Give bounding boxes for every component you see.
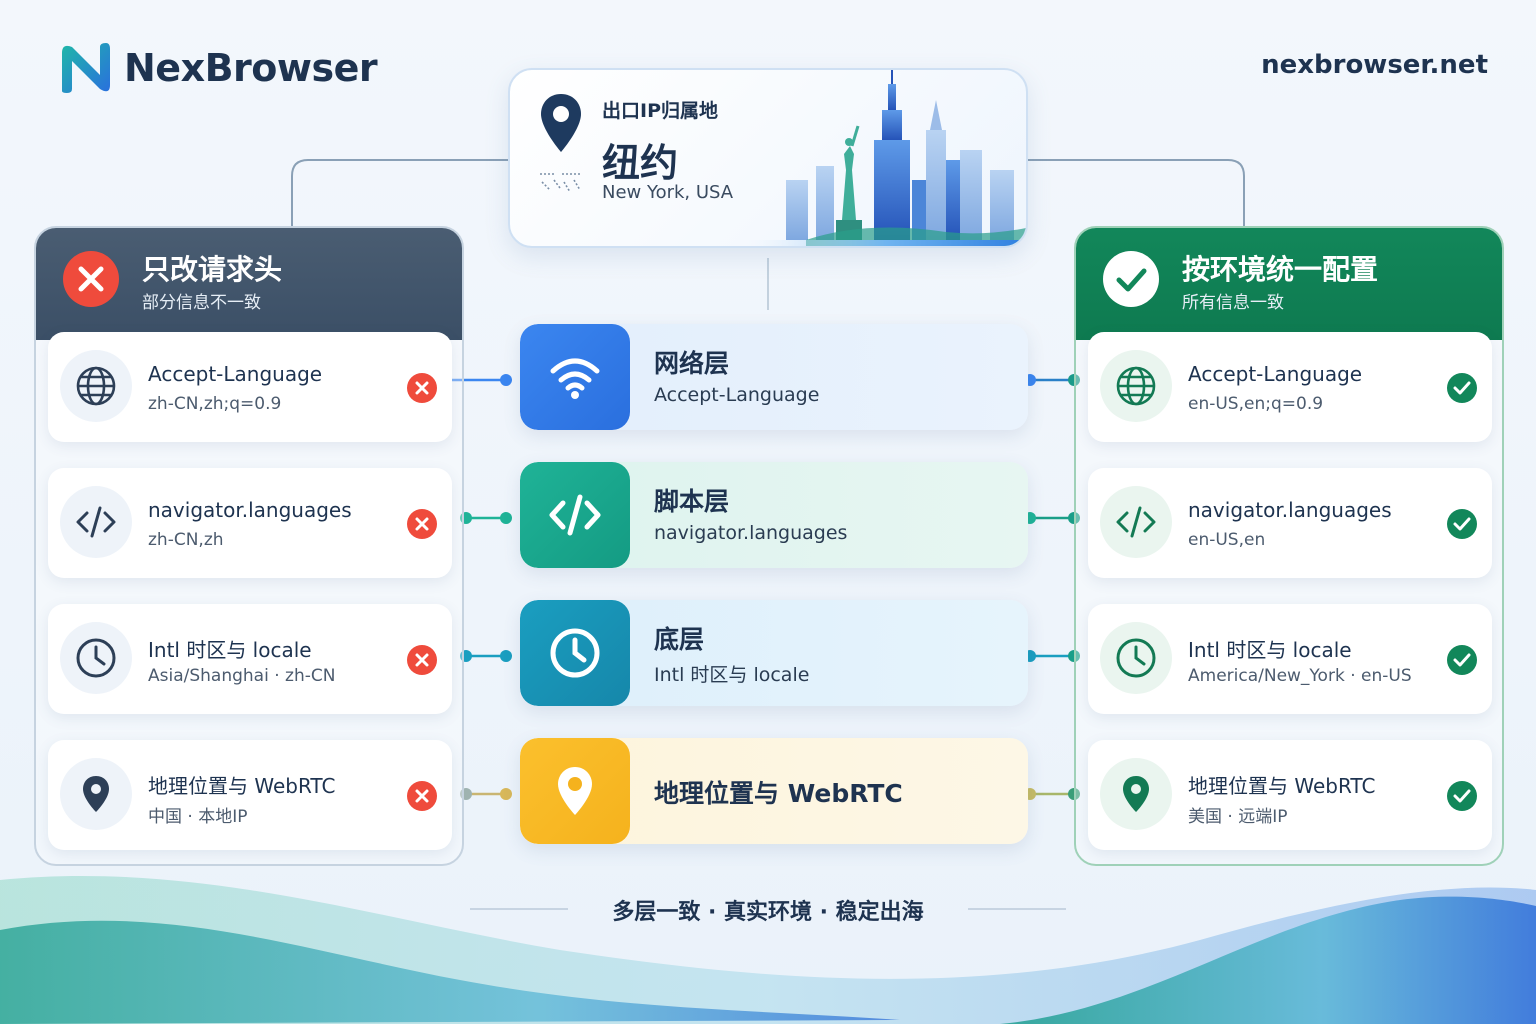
list-item: navigator.languages en-US,en <box>1088 468 1492 578</box>
layer-subtitle: Intl 时区与 locale <box>654 664 810 686</box>
item-title: 地理位置与 WebRTC <box>148 774 336 798</box>
check-circle-icon <box>1447 645 1477 675</box>
item-value: en-US,en <box>1188 530 1266 550</box>
list-item: navigator.languages zh-CN,zh <box>48 468 452 578</box>
item-title: 地理位置与 WebRTC <box>1188 774 1376 798</box>
map-pin-icon <box>83 776 109 812</box>
map-pin-icon <box>558 767 592 815</box>
brand-header: NexBrowser <box>56 38 378 98</box>
header-only-panel: 只改请求头 部分信息不一致 Accept-Language zh-CN,zh;q… <box>34 226 464 866</box>
unified-config-panel: 按环境统一配置 所有信息一致 Accept-Language en-US,en;… <box>1074 226 1504 866</box>
item-title: Intl 时区与 locale <box>148 638 312 662</box>
layer-subtitle: navigator.languages <box>654 522 848 544</box>
map-pin-icon <box>1123 776 1149 812</box>
item-value: America/New_York · en-US <box>1188 666 1412 686</box>
list-item: 地理位置与 WebRTC 中国 · 本地IP <box>48 740 452 850</box>
item-title: Accept-Language <box>1188 362 1363 386</box>
layer-geo-webrtc: 地理位置与 WebRTC <box>520 738 1028 844</box>
layer-subtitle: Accept-Language <box>654 384 820 406</box>
clock-icon <box>1116 638 1156 678</box>
domain-link[interactable]: nexbrowser.net <box>1261 50 1488 80</box>
location-caption: 出口IP归属地 <box>602 100 718 122</box>
check-circle-icon <box>1447 781 1477 811</box>
x-circle-icon <box>407 373 437 403</box>
background-waves <box>0 876 1536 1024</box>
layer-title: 底层 <box>654 625 705 654</box>
item-value: Asia/Shanghai · zh-CN <box>148 666 336 686</box>
check-circle-icon <box>1447 373 1477 403</box>
code-icon <box>1116 506 1156 538</box>
code-icon <box>549 494 601 536</box>
panel-subtitle: 所有信息一致 <box>1182 293 1284 313</box>
item-value: 中国 · 本地IP <box>148 807 248 827</box>
code-icon <box>76 506 116 538</box>
list-item: Intl 时区与 locale Asia/Shanghai · zh-CN <box>48 604 452 714</box>
list-item: 地理位置与 WebRTC 美国 · 远端IP <box>1088 740 1492 850</box>
item-title: Accept-Language <box>148 362 323 386</box>
x-circle-icon <box>63 251 119 307</box>
world-map-icon <box>540 173 582 193</box>
exit-ip-location-card: 出口IP归属地 纽约 New York, USA <box>508 68 1028 248</box>
clock-icon <box>550 628 600 678</box>
check-circle-icon <box>1103 251 1159 307</box>
item-value: 美国 · 远端IP <box>1188 807 1288 827</box>
slogan-divider-right <box>968 908 1066 910</box>
layer-title: 地理位置与 WebRTC <box>654 779 903 808</box>
panel-header: 按环境统一配置 所有信息一致 <box>1076 228 1502 340</box>
layer-title: 网络层 <box>654 349 730 378</box>
item-value: zh-CN,zh;q=0.9 <box>148 394 282 414</box>
item-value: zh-CN,zh <box>148 530 224 550</box>
x-circle-icon <box>407 645 437 675</box>
brand-name: NexBrowser <box>124 46 378 90</box>
panel-subtitle: 部分信息不一致 <box>142 293 261 313</box>
item-title: navigator.languages <box>1188 498 1392 522</box>
list-item: Intl 时区与 locale America/New_York · en-US <box>1088 604 1492 714</box>
location-city: 纽约 <box>602 141 679 185</box>
x-circle-icon <box>407 509 437 539</box>
map-pin-icon <box>541 94 581 152</box>
globe-icon <box>76 366 116 406</box>
layer-title: 脚本层 <box>654 487 730 516</box>
layer-script: 脚本层 navigator.languages <box>520 462 1028 568</box>
slogan-divider-left <box>470 908 568 910</box>
list-item: Accept-Language en-US,en;q=0.9 <box>1088 332 1492 442</box>
x-circle-icon <box>407 781 437 811</box>
panel-title: 按环境统一配置 <box>1182 253 1379 286</box>
panel-header: 只改请求头 部分信息不一致 <box>36 228 462 340</box>
item-title: navigator.languages <box>148 498 352 522</box>
clock-icon <box>76 638 116 678</box>
nexbrowser-logo-icon <box>62 43 110 93</box>
check-circle-icon <box>1447 509 1477 539</box>
slogan: 多层一致 · 真实环境 · 稳定出海 <box>612 900 924 925</box>
item-value: en-US,en;q=0.9 <box>1188 394 1324 414</box>
location-country: New York, USA <box>602 182 734 203</box>
wifi-icon <box>550 358 600 399</box>
new-york-skyline-illustration <box>746 70 1026 246</box>
panel-title: 只改请求头 <box>142 253 283 286</box>
item-title: Intl 时区与 locale <box>1188 638 1352 662</box>
list-item: Accept-Language zh-CN,zh;q=0.9 <box>48 332 452 442</box>
layer-base: 底层 Intl 时区与 locale <box>520 600 1028 706</box>
globe-icon <box>1116 366 1156 406</box>
layer-network: 网络层 Accept-Language <box>520 324 1028 430</box>
